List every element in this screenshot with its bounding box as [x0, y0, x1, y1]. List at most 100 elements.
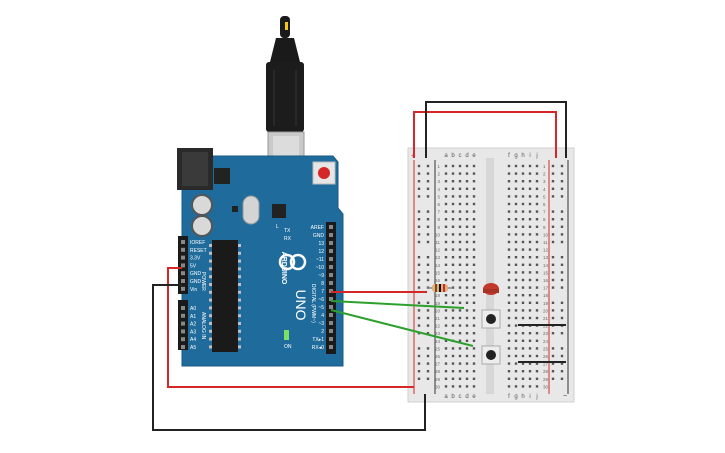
bb-rail-hole[interactable]: [417, 172, 421, 175]
bb-hole[interactable]: [507, 263, 511, 266]
bb-hole[interactable]: [514, 271, 518, 274]
bb-hole[interactable]: [535, 256, 539, 259]
bb-hole[interactable]: [472, 385, 476, 388]
bb-hole[interactable]: [444, 301, 448, 304]
bb-hole[interactable]: [472, 240, 476, 244]
bb-hole[interactable]: [444, 385, 448, 388]
bb-rail-hole[interactable]: [560, 187, 564, 190]
bb-hole[interactable]: [458, 195, 462, 198]
bb-hole[interactable]: [451, 316, 455, 320]
bb-hole[interactable]: [465, 210, 469, 213]
bb-hole[interactable]: [521, 339, 525, 342]
bb-hole[interactable]: [535, 301, 539, 304]
bb-hole[interactable]: [507, 248, 511, 251]
bb-hole[interactable]: [451, 263, 455, 266]
bb-hole[interactable]: [444, 339, 448, 342]
bb-hole[interactable]: [514, 164, 518, 168]
bb-hole[interactable]: [521, 294, 525, 297]
bb-rail-hole[interactable]: [551, 347, 555, 350]
wire-green-pin3[interactable]: [330, 309, 474, 347]
bb-hole[interactable]: [514, 385, 518, 388]
bb-hole[interactable]: [535, 278, 539, 282]
bb-rail-hole[interactable]: [426, 172, 430, 175]
bb-hole[interactable]: [535, 347, 539, 350]
bb-hole[interactable]: [465, 309, 469, 312]
bb-hole[interactable]: [507, 347, 511, 350]
bb-rail-hole[interactable]: [417, 180, 421, 183]
bb-hole[interactable]: [465, 248, 469, 251]
bb-rail-hole[interactable]: [426, 180, 430, 183]
bb-rail-hole[interactable]: [560, 332, 564, 335]
bb-hole[interactable]: [444, 377, 448, 380]
bb-rail-hole[interactable]: [560, 263, 564, 266]
bb-hole[interactable]: [472, 172, 476, 175]
header-pin[interactable]: [181, 271, 185, 276]
bb-rail-hole[interactable]: [551, 301, 555, 304]
bb-hole[interactable]: [535, 218, 539, 221]
bb-hole[interactable]: [535, 195, 539, 198]
bb-rail-hole[interactable]: [551, 354, 555, 358]
wire-red-top[interactable]: [413, 111, 557, 158]
bb-rail-hole[interactable]: [426, 233, 430, 236]
bb-hole[interactable]: [465, 332, 469, 335]
header-pin[interactable]: [181, 263, 185, 268]
bb-hole[interactable]: [451, 218, 455, 221]
bb-hole[interactable]: [528, 339, 532, 342]
bb-hole[interactable]: [458, 271, 462, 274]
bb-hole[interactable]: [521, 210, 525, 213]
bb-hole[interactable]: [472, 202, 476, 206]
bb-hole[interactable]: [444, 278, 448, 282]
bb-hole[interactable]: [507, 294, 511, 297]
bb-hole[interactable]: [507, 324, 511, 327]
bb-rail-hole[interactable]: [417, 316, 421, 320]
bb-hole[interactable]: [528, 377, 532, 380]
bb-hole[interactable]: [521, 256, 525, 259]
bb-rail-hole[interactable]: [426, 324, 430, 327]
bb-rail-hole[interactable]: [551, 180, 555, 183]
bb-rail-hole[interactable]: [417, 210, 421, 213]
bb-hole[interactable]: [458, 347, 462, 350]
header-pin[interactable]: [329, 305, 333, 309]
bb-hole[interactable]: [535, 286, 539, 289]
bb-hole[interactable]: [507, 301, 511, 304]
bb-hole[interactable]: [535, 332, 539, 335]
bb-hole[interactable]: [528, 172, 532, 175]
bb-rail-hole[interactable]: [426, 354, 430, 358]
resistor[interactable]: [427, 284, 453, 292]
bb-hole[interactable]: [458, 210, 462, 213]
bb-hole[interactable]: [521, 271, 525, 274]
bb-hole[interactable]: [535, 385, 539, 388]
bb-hole[interactable]: [451, 385, 455, 388]
bb-hole[interactable]: [535, 210, 539, 213]
bb-hole[interactable]: [514, 286, 518, 289]
bb-hole[interactable]: [465, 256, 469, 259]
bb-hole[interactable]: [465, 301, 469, 304]
header-pin[interactable]: [329, 281, 333, 285]
bb-hole[interactable]: [514, 218, 518, 221]
bb-hole[interactable]: [472, 354, 476, 358]
bb-rail-hole[interactable]: [417, 263, 421, 266]
bb-rail-hole[interactable]: [560, 210, 564, 213]
bb-rail-hole[interactable]: [551, 286, 555, 289]
bb-rail-hole[interactable]: [426, 195, 430, 198]
bb-rail-hole[interactable]: [417, 362, 421, 365]
bb-hole[interactable]: [528, 256, 532, 259]
bb-hole[interactable]: [451, 377, 455, 380]
bb-hole[interactable]: [507, 202, 511, 206]
bb-rail-hole[interactable]: [426, 210, 430, 213]
bb-hole[interactable]: [472, 347, 476, 350]
bb-hole[interactable]: [465, 377, 469, 380]
bb-hole[interactable]: [535, 164, 539, 168]
bb-rail-hole[interactable]: [551, 316, 555, 320]
bb-rail-hole[interactable]: [560, 377, 564, 380]
bb-hole[interactable]: [444, 256, 448, 259]
bb-hole[interactable]: [472, 248, 476, 251]
bb-rail-hole[interactable]: [551, 309, 555, 312]
header-pin[interactable]: [329, 297, 333, 301]
bb-hole[interactable]: [458, 172, 462, 175]
bb-hole[interactable]: [507, 316, 511, 320]
bb-hole[interactable]: [444, 172, 448, 175]
bb-hole[interactable]: [465, 172, 469, 175]
bb-hole[interactable]: [465, 233, 469, 236]
bb-rail-hole[interactable]: [417, 377, 421, 380]
